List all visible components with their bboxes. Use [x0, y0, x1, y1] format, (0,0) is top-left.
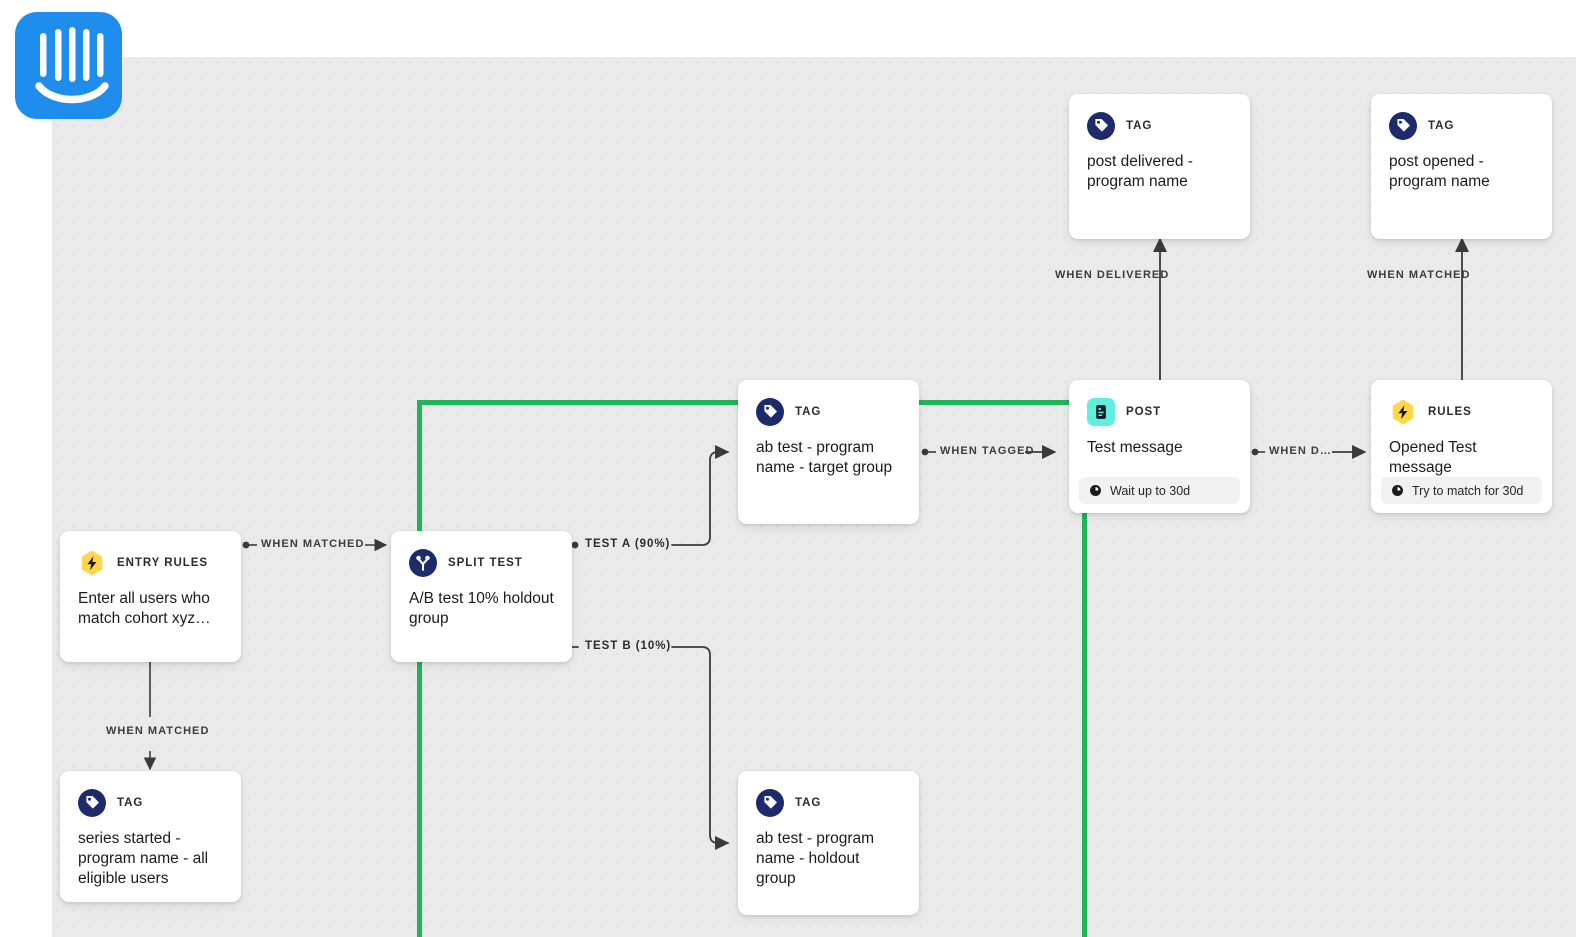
connector-label-rules-to-opened-tag: WHEN MATCHED: [1367, 269, 1471, 281]
node-kind-label: POST: [1126, 406, 1162, 418]
tag-icon: [1087, 112, 1115, 140]
node-title: series started - program name - all elig…: [78, 830, 209, 887]
node-header: ENTRY RULES: [60, 531, 241, 577]
post-document-icon: [1087, 398, 1115, 426]
node-kind-label: TAG: [1428, 120, 1455, 132]
node-header: TAG: [738, 380, 919, 426]
node-kind-label: ENTRY RULES: [117, 557, 208, 569]
node-footer-text: Try to match for 30d: [1412, 483, 1524, 498]
node-header: TAG: [738, 771, 919, 817]
node-kind-label: TAG: [795, 406, 822, 418]
node-title: ab test - program name - target group: [756, 439, 893, 476]
connector-label-test-b: TEST B (10%): [585, 640, 672, 652]
node-title: Test message: [1087, 439, 1183, 456]
tag-icon: [78, 789, 106, 817]
node-kind-label: TAG: [117, 797, 144, 809]
node-title: post delivered - program name: [1087, 153, 1193, 190]
node-title: Enter all users who match cohort xyz…: [78, 590, 211, 627]
intercom-logo[interactable]: [15, 12, 122, 119]
tag-icon: [756, 789, 784, 817]
lightning-bolt-icon: [78, 549, 106, 577]
connector-label-post-to-delivered-tag: WHEN DELIVERED: [1055, 269, 1170, 281]
node-post-opened-tag[interactable]: TAG post opened - program name: [1371, 94, 1552, 239]
node-kind-label: RULES: [1428, 406, 1472, 418]
node-footer-text: Wait up to 30d: [1110, 483, 1191, 498]
connector-label-entry-to-series-tag: WHEN MATCHED: [100, 725, 216, 737]
node-header: RULES: [1371, 380, 1552, 426]
series-canvas[interactable]: WHEN MATCHED WHEN MATCHED TEST A (90%) T…: [52, 57, 1576, 937]
node-rules[interactable]: RULES Opened Test message Try to match f…: [1371, 380, 1552, 513]
node-ab-holdout-tag[interactable]: TAG ab test - program name - holdout gro…: [738, 771, 919, 915]
node-post-delivered-tag[interactable]: TAG post delivered - program name: [1069, 94, 1250, 239]
connector-label-entry-to-split: WHEN MATCHED: [261, 538, 365, 550]
node-header: TAG: [60, 771, 241, 817]
node-ab-target-tag[interactable]: TAG ab test - program name - target grou…: [738, 380, 919, 524]
node-entry-rules[interactable]: ENTRY RULES Enter all users who match co…: [60, 531, 241, 662]
clock-icon: [1090, 485, 1101, 496]
lightning-bolt-icon: [1389, 398, 1417, 426]
node-split-test[interactable]: SPLIT TEST A/B test 10% holdout group: [391, 531, 572, 662]
node-header: TAG: [1371, 94, 1552, 140]
connector-label-test-a: TEST A (90%): [585, 538, 671, 550]
node-kind-label: TAG: [795, 797, 822, 809]
intercom-logo-icon: [35, 27, 109, 104]
connector-label-post-to-rules: WHEN D…: [1269, 445, 1332, 457]
node-title: ab test - program name - holdout group: [756, 830, 875, 887]
split-branch-icon: [409, 549, 437, 577]
node-series-started-tag[interactable]: TAG series started - program name - all …: [60, 771, 241, 902]
tag-icon: [1389, 112, 1417, 140]
clock-icon: [1392, 485, 1403, 496]
node-kind-label: SPLIT TEST: [448, 557, 523, 569]
node-header: TAG: [1069, 94, 1250, 140]
node-kind-label: TAG: [1126, 120, 1153, 132]
node-title: A/B test 10% holdout group: [409, 590, 554, 627]
node-title: Opened Test message: [1389, 439, 1477, 476]
tag-icon: [756, 398, 784, 426]
connector-label-target-tag-to-post: WHEN TAGGED: [940, 445, 1035, 457]
node-footer-wait: Wait up to 30d: [1079, 477, 1240, 504]
connector-wires: [143, 237, 1470, 851]
node-header: SPLIT TEST: [391, 531, 572, 577]
node-footer-match: Try to match for 30d: [1381, 477, 1542, 504]
node-header: POST: [1069, 380, 1250, 426]
node-post[interactable]: POST Test message Wait up to 30d: [1069, 380, 1250, 513]
node-title: post opened - program name: [1389, 153, 1490, 190]
